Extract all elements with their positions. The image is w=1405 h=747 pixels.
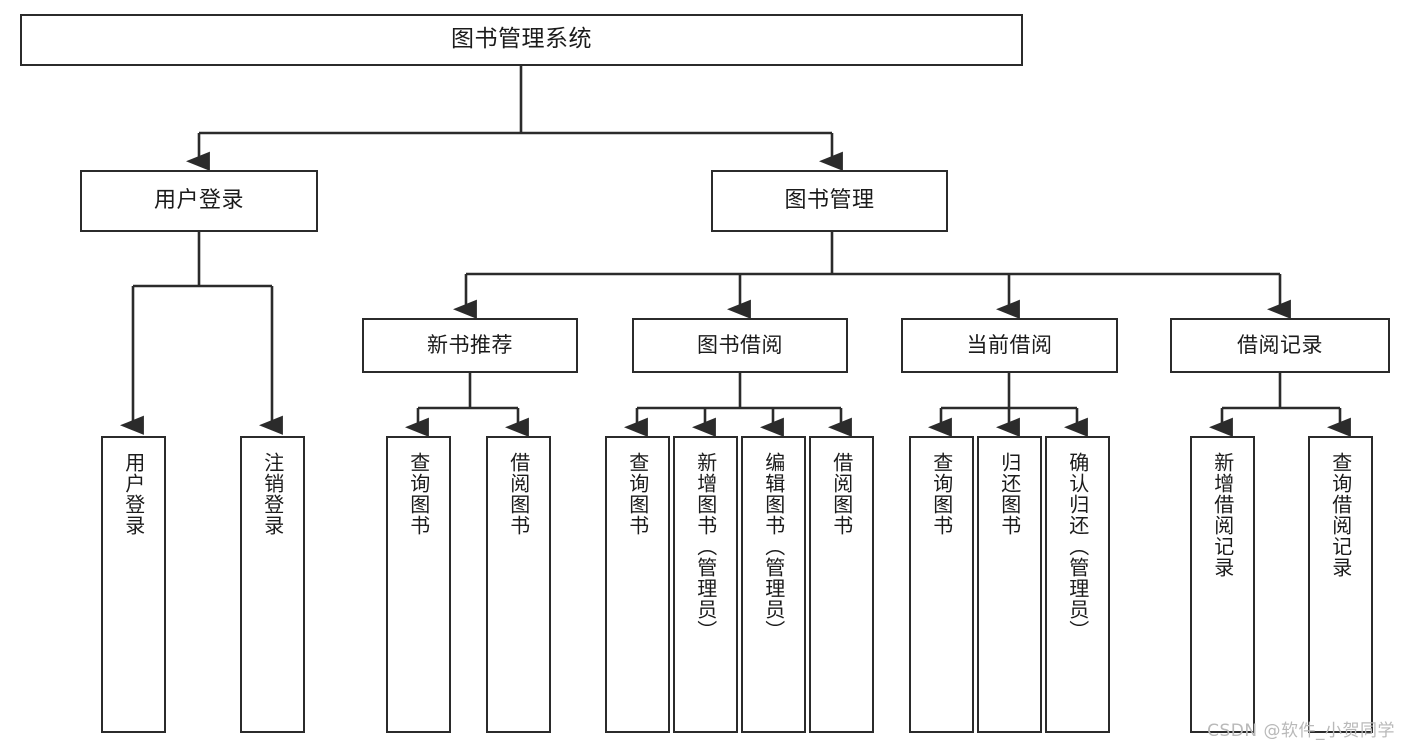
leaf-add-book-admin[interactable]: 新增图书（管理员） (673, 436, 738, 733)
node-label: 新增借阅记录 (1210, 452, 1235, 578)
node-label: 新书推荐 (427, 332, 513, 357)
leaf-return-book[interactable]: 归还图书 (977, 436, 1042, 733)
node-label: 查询图书 (929, 452, 954, 536)
node-book-management[interactable]: 图书管理 (711, 170, 948, 232)
leaf-borrow-book[interactable]: 借阅图书 (809, 436, 874, 733)
node-label: 注销登录 (260, 452, 285, 536)
node-label: 查询借阅记录 (1328, 452, 1353, 578)
node-label: 新增图书（管理员） (693, 452, 718, 641)
node-label: 查询图书 (406, 452, 431, 536)
node-book-borrow[interactable]: 图书借阅 (632, 318, 848, 373)
leaf-query-borrow-record[interactable]: 查询借阅记录 (1308, 436, 1373, 733)
node-borrow-record[interactable]: 借阅记录 (1170, 318, 1390, 373)
node-label: 用户登录 (153, 187, 244, 213)
leaf-borrow-book-recommend[interactable]: 借阅图书 (486, 436, 551, 733)
node-label: 图书管理 (784, 187, 875, 213)
leaf-edit-book-admin[interactable]: 编辑图书（管理员） (741, 436, 806, 733)
node-current-borrow[interactable]: 当前借阅 (901, 318, 1118, 373)
leaf-confirm-return-admin[interactable]: 确认归还（管理员） (1045, 436, 1110, 733)
leaf-query-book-current[interactable]: 查询图书 (909, 436, 974, 733)
leaf-logout-login[interactable]: 注销登录 (240, 436, 305, 733)
node-label: 当前借阅 (966, 332, 1053, 357)
leaf-user-login[interactable]: 用户登录 (101, 436, 166, 733)
node-label: 编辑图书（管理员） (761, 452, 786, 641)
node-label: 图书管理系统 (451, 26, 592, 53)
node-root-book-management-system[interactable]: 图书管理系统 (20, 14, 1023, 66)
leaf-query-book-borrow[interactable]: 查询图书 (605, 436, 670, 733)
node-new-book-recommend[interactable]: 新书推荐 (362, 318, 578, 373)
node-label: 查询图书 (625, 452, 650, 536)
node-label: 确认归还（管理员） (1065, 452, 1090, 641)
node-label: 借阅图书 (829, 452, 854, 536)
node-label: 图书借阅 (697, 332, 783, 357)
watermark-text: CSDN @软件_小贺同学 (1207, 721, 1395, 741)
node-label: 归还图书 (997, 452, 1022, 536)
node-label: 借阅图书 (506, 452, 531, 536)
node-user-login[interactable]: 用户登录 (80, 170, 318, 232)
leaf-query-book-recommend[interactable]: 查询图书 (386, 436, 451, 733)
node-label: 用户登录 (121, 452, 146, 536)
leaf-add-borrow-record[interactable]: 新增借阅记录 (1190, 436, 1255, 733)
node-label: 借阅记录 (1237, 332, 1323, 357)
